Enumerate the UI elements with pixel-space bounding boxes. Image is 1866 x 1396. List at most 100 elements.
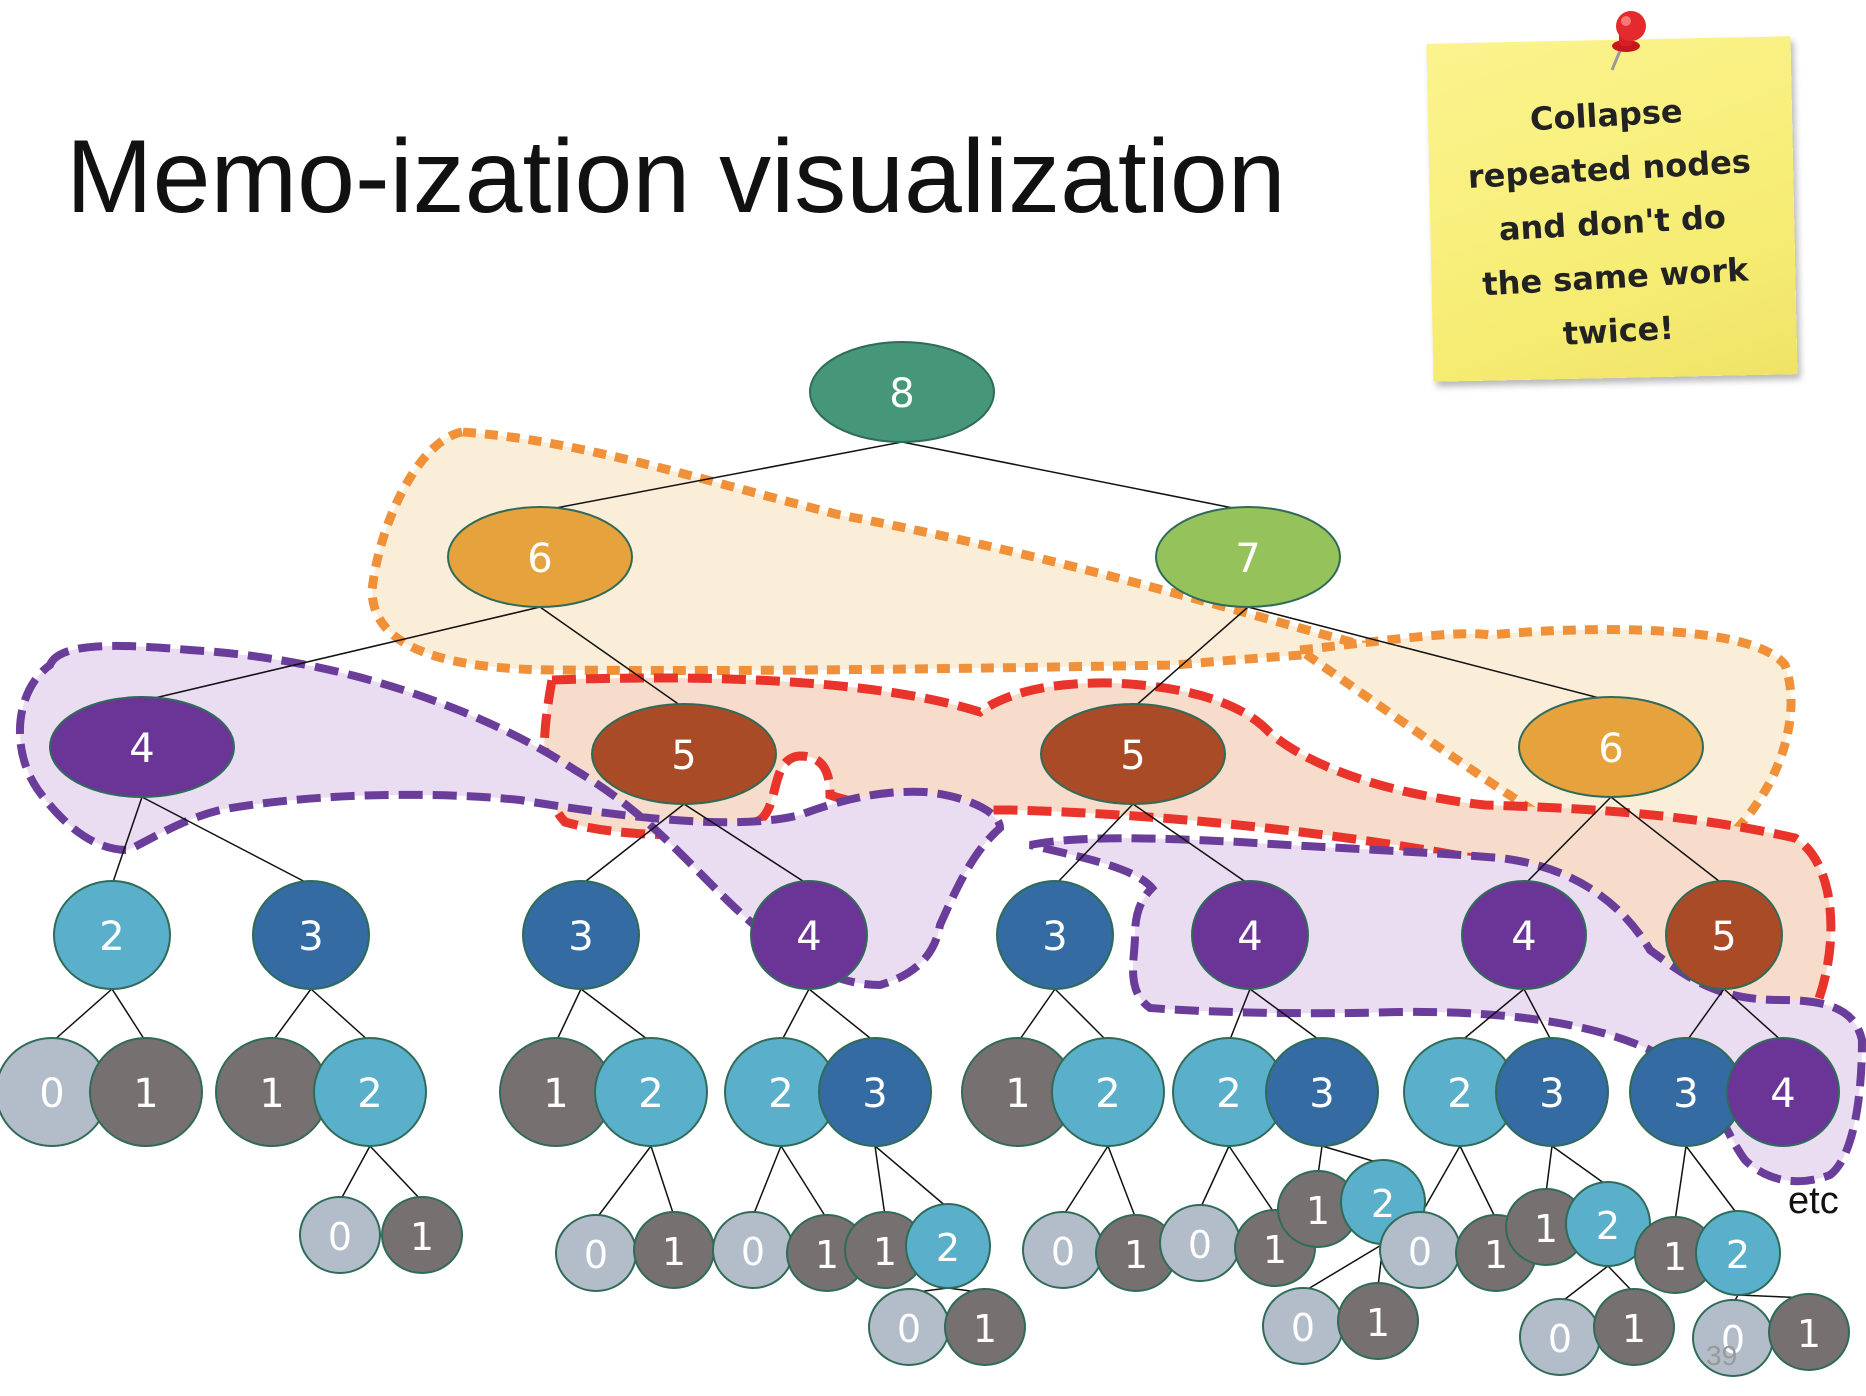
- tree-node-label: 5: [671, 733, 696, 779]
- tree-node-shape: [1337, 1282, 1419, 1360]
- tree-node-label: 0: [39, 1071, 64, 1117]
- tree-node-label: 4: [1770, 1071, 1795, 1117]
- slide-title: Memo-ization visualization: [66, 119, 1286, 235]
- tree-edge: [874, 1145, 949, 1209]
- tree-node-shape: [1461, 880, 1587, 990]
- tree-node: 1: [1768, 1293, 1850, 1371]
- tree-node-label: 1: [133, 1071, 158, 1117]
- tree-node-label: 1: [873, 1230, 897, 1274]
- tree-node-label: 0: [328, 1215, 352, 1259]
- tree-node-label: 2: [357, 1071, 382, 1117]
- tree-edge: [780, 1145, 828, 1220]
- tree-node: 1: [499, 1037, 613, 1147]
- tree-node-label: 2: [1726, 1233, 1750, 1277]
- tree-edge: [1249, 988, 1323, 1043]
- tree-node: 2: [313, 1037, 427, 1147]
- tree-node: 2: [1403, 1037, 1517, 1147]
- tree-node-label: 1: [1797, 1312, 1821, 1356]
- tree-edge: [1054, 988, 1109, 1043]
- tree-edge: [1685, 988, 1725, 1043]
- tree-node-label: 2: [1447, 1071, 1472, 1117]
- tree-edge: [1107, 1145, 1137, 1220]
- tree-node-label: 0: [584, 1233, 608, 1277]
- tree-node-shape: [1518, 696, 1704, 798]
- tree-node: 3: [522, 880, 640, 990]
- tree-node: 0: [1159, 1204, 1241, 1282]
- tree-node-label: 3: [862, 1071, 887, 1117]
- tree-node: 8: [809, 341, 995, 443]
- tree-node-label: 0: [1408, 1230, 1432, 1274]
- tree-node-label: 0: [741, 1230, 765, 1274]
- tree-edge: [539, 441, 903, 512]
- tree-node-shape: [522, 880, 640, 990]
- tree-node-shape: [1265, 1037, 1379, 1147]
- tree-edge: [901, 441, 1249, 512]
- tree-node-shape: [944, 1288, 1026, 1366]
- tree-node: 1: [1095, 1214, 1177, 1292]
- tree-node: 1: [1277, 1170, 1359, 1248]
- tree-node-label: 2: [638, 1071, 663, 1117]
- tree-node: 1: [381, 1196, 463, 1274]
- tree-edge: [111, 796, 143, 886]
- tree-edge: [1247, 606, 1612, 702]
- tree-node-label: 2: [768, 1071, 793, 1117]
- tree-node: 2: [1565, 1181, 1651, 1267]
- tree-edge: [1610, 796, 1725, 886]
- tree-node-shape: [750, 880, 868, 990]
- tree-node: 0: [1519, 1298, 1601, 1376]
- tree-edge: [683, 803, 810, 886]
- tree-edge: [1132, 803, 1251, 886]
- tree-edge: [310, 988, 371, 1043]
- tree-node-shape: [1191, 880, 1309, 990]
- tree-node-label: 3: [1042, 914, 1067, 960]
- orange-region-top: [367, 427, 1390, 676]
- tree-edge: [369, 1145, 423, 1202]
- tree-node-label: 6: [1598, 726, 1623, 772]
- tree-node-label: 3: [1673, 1071, 1698, 1117]
- tree-edge: [1551, 1145, 1609, 1187]
- tree-node: 3: [1265, 1037, 1379, 1147]
- tree-node: 4: [49, 696, 235, 798]
- tree-node-shape: [252, 880, 370, 990]
- tree-node-shape: [53, 880, 171, 990]
- tree-node: 1: [944, 1288, 1026, 1366]
- tree-node-label: 1: [1263, 1228, 1287, 1272]
- tree-edge: [1228, 988, 1251, 1043]
- tree-node-label: 7: [1235, 536, 1260, 582]
- tree-node-shape: [447, 506, 633, 608]
- tree-node-label: 4: [129, 726, 154, 772]
- tree-node-shape: [1040, 703, 1226, 805]
- tree-edge: [1062, 1145, 1109, 1217]
- tree-node-label: 8: [889, 371, 914, 417]
- tree-node: 0: [0, 1037, 109, 1147]
- tree-node-shape: [313, 1037, 427, 1147]
- tree-node-shape: [1565, 1181, 1651, 1267]
- tree-node-label: 1: [543, 1071, 568, 1117]
- tree-node-label: 2: [1596, 1204, 1620, 1248]
- tree-edge: [752, 1145, 782, 1217]
- tree-node: 2: [1051, 1037, 1165, 1147]
- tree-node: 0: [1692, 1299, 1774, 1377]
- pushpin-icon: [1610, 11, 1646, 71]
- tree-node-label: 0: [1721, 1318, 1745, 1362]
- tree-node: 2: [594, 1037, 708, 1147]
- tree-edge: [1674, 1145, 1687, 1222]
- tree-node-label: 0: [1291, 1306, 1315, 1350]
- tree-node: 2: [724, 1037, 838, 1147]
- tree-edge: [1199, 1145, 1230, 1210]
- tree-node: 1: [1593, 1288, 1675, 1366]
- tree-node: 1: [844, 1211, 926, 1289]
- tree-node-label: 1: [662, 1230, 686, 1274]
- tree-edge: [1723, 988, 1784, 1043]
- tree-node: 3: [996, 880, 1114, 990]
- tree-node-label: 1: [1366, 1301, 1390, 1345]
- tree-node: 1: [786, 1214, 868, 1292]
- tree-node-shape: [905, 1203, 991, 1289]
- tree-node-label: 1: [1306, 1189, 1330, 1233]
- tree-node-shape: [591, 703, 777, 805]
- tree-edge: [111, 988, 147, 1043]
- tree-node: 1: [215, 1037, 329, 1147]
- tree-node-shape: [1665, 880, 1783, 990]
- tree-node-label: 3: [1539, 1071, 1564, 1117]
